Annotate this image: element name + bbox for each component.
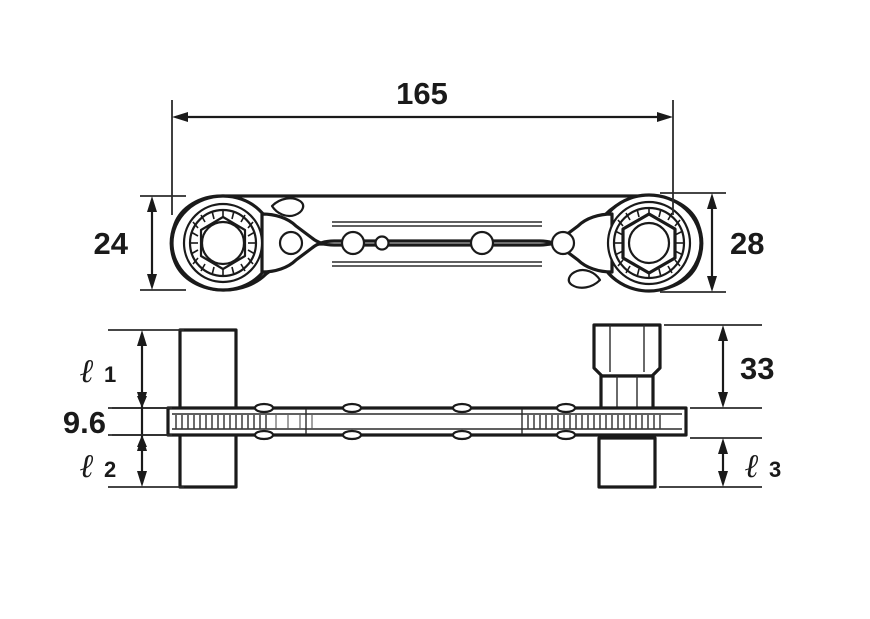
dim-sub-right-lower-post-length: 3 <box>769 457 781 482</box>
top-view <box>169 193 704 293</box>
side-body-bar <box>166 406 688 437</box>
boss-bottom-3 <box>451 429 473 441</box>
boss-top-1 <box>253 402 275 414</box>
left-knurl-band <box>175 415 267 429</box>
dim-label-right-lower-post-length: ℓ <box>745 449 759 485</box>
right-nut-head <box>592 323 662 378</box>
arrow-top-24 <box>147 196 157 212</box>
dimension-body-thickness: 9.6 <box>63 396 172 447</box>
left-ring-teeth <box>190 210 256 276</box>
right-post-lower <box>597 436 657 489</box>
dim-label-right-head-width: 28 <box>730 226 764 261</box>
right-pawl-lug <box>567 268 602 289</box>
side-view <box>166 323 688 489</box>
dimension-right-lower-post-length: ℓ 3 <box>659 437 781 488</box>
arrow-top-l1 <box>137 330 147 346</box>
left-pawl-lug <box>270 197 305 218</box>
dim-label-upper-post-length: ℓ <box>80 354 94 390</box>
boss-top-2 <box>341 402 363 414</box>
boss-bottom-1 <box>253 429 275 441</box>
wrench-shank <box>260 212 614 274</box>
arrow-top-l3 <box>718 438 728 454</box>
left-post-upper <box>178 328 238 412</box>
arrow-top-28 <box>707 193 717 209</box>
dim-sub-upper-post-length: 1 <box>104 362 116 387</box>
right-nut-shaft <box>599 374 655 411</box>
shank-hole-3 <box>374 235 390 251</box>
dimension-nut-height: 33 <box>664 324 774 409</box>
dim-label-body-thickness: 9.6 <box>63 405 106 440</box>
right-knurl-band <box>527 415 661 429</box>
left-socket-bore <box>200 220 246 266</box>
dimension-left-head-width: 24 <box>94 195 186 291</box>
boss-top-4 <box>555 402 577 414</box>
dimension-right-head-width: 28 <box>660 192 764 293</box>
shank-hole-4 <box>469 230 495 256</box>
dim-label-overall-length: 165 <box>396 76 448 111</box>
dimension-overall-length: 165 <box>171 76 674 215</box>
shank-hole-2 <box>340 230 366 256</box>
arrow-bottom-33 <box>718 392 728 408</box>
arrow-top-l2 <box>137 435 147 451</box>
dim-label-lower-post-length: ℓ <box>80 449 94 485</box>
arrow-bottom-l3 <box>718 471 728 487</box>
shank-hole-5 <box>550 230 576 256</box>
left-knurl-band-fine <box>275 415 313 429</box>
boss-bottom-2 <box>341 429 363 441</box>
right-socket-bore <box>627 221 671 265</box>
arrow-right-165 <box>657 112 673 122</box>
arrow-bottom-28 <box>707 276 717 292</box>
shank-hole-1 <box>278 230 304 256</box>
arrow-top-96 <box>137 396 147 408</box>
arrow-bottom-l2 <box>137 471 147 487</box>
arrow-top-33 <box>718 325 728 341</box>
boss-top-3 <box>451 402 473 414</box>
boss-bottom-4 <box>555 429 577 441</box>
arrow-bottom-24 <box>147 274 157 290</box>
dimension-lower-post-length: ℓ 2 <box>80 434 184 488</box>
dim-label-left-head-width: 24 <box>94 226 129 261</box>
arrow-left-165 <box>172 112 188 122</box>
dim-sub-lower-post-length: 2 <box>104 457 116 482</box>
dim-label-nut-height: 33 <box>740 351 774 386</box>
left-post-lower <box>178 432 238 489</box>
